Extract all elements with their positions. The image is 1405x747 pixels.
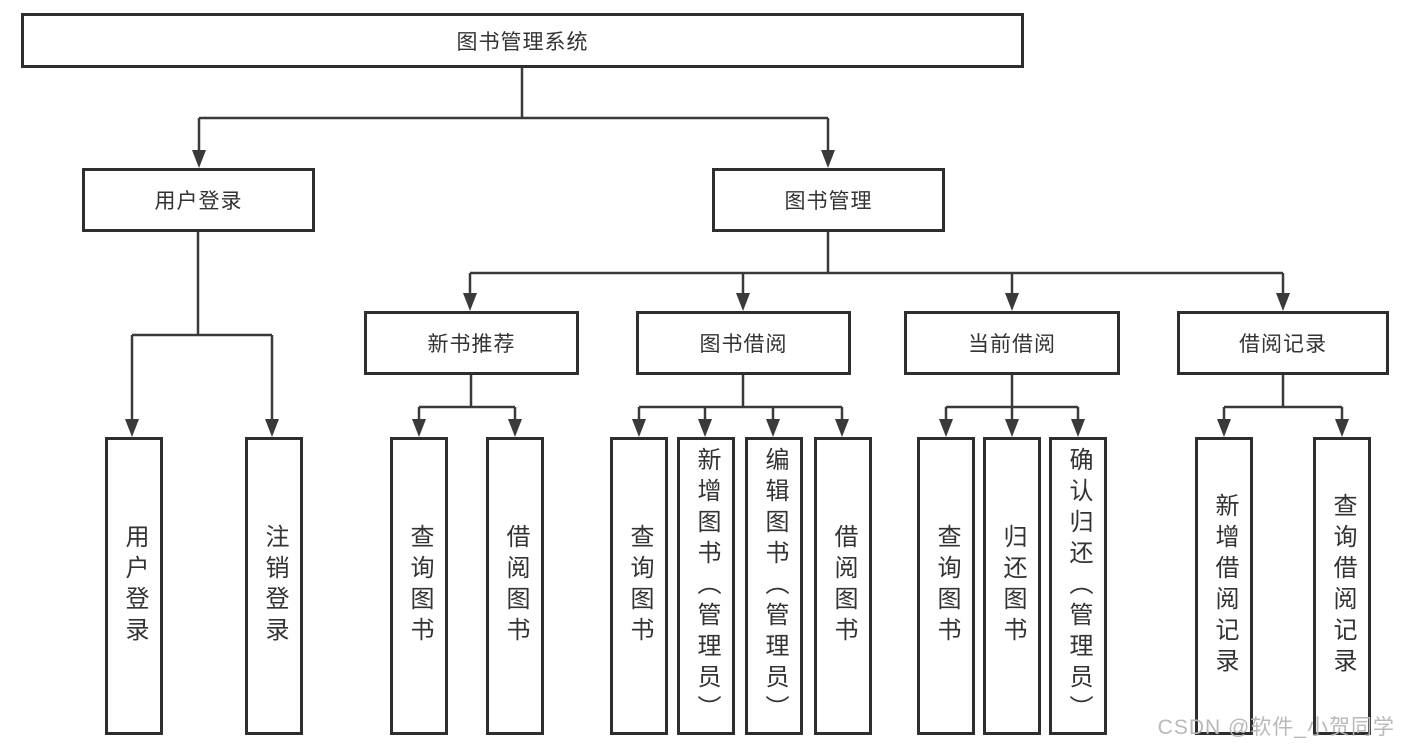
leaf-add-borrow-record: 新增借阅记录 [1195, 437, 1253, 735]
node-current-borrowing: 当前借阅 [904, 311, 1120, 375]
node-label: 图书借阅 [699, 333, 788, 356]
node-borrowing-records: 借阅记录 [1177, 311, 1389, 375]
node-library-system: 图书管理系统 [21, 13, 1024, 68]
leaf-return-books: 归还图书 [983, 437, 1041, 735]
leaf-query-borrow-record: 查询借阅记录 [1313, 437, 1371, 735]
leaf-query-books-borrow: 查询图书 [610, 437, 668, 735]
node-label: 图书管理系统 [456, 30, 589, 54]
leaf-label: 查询借阅记录 [1329, 493, 1356, 679]
leaf-borrow-books: 借阅图书 [814, 437, 872, 735]
leaf-label: 归还图书 [999, 524, 1026, 648]
leaf-label: 注销登录 [261, 524, 288, 648]
node-label: 用户登录 [154, 190, 243, 213]
leaf-label: 编辑图书（管理员） [761, 446, 788, 726]
leaf-label: 借阅图书 [502, 524, 529, 648]
node-new-book-recommend: 新书推荐 [364, 311, 579, 375]
csdn-watermark: CSDN @软件_小贺同学 [1157, 716, 1395, 739]
leaf-label: 查询图书 [933, 524, 960, 648]
leaf-borrow-books-recommend: 借阅图书 [486, 437, 544, 735]
leaf-query-books-recommend: 查询图书 [390, 437, 448, 735]
leaf-label: 查询图书 [406, 524, 433, 648]
leaf-label: 新增图书（管理员） [693, 446, 720, 726]
leaf-logout: 注销登录 [245, 437, 303, 735]
leaf-edit-books-admin: 编辑图书（管理员） [745, 437, 803, 735]
leaf-confirm-return-admin: 确认归还（管理员） [1049, 437, 1107, 735]
node-label: 新书推荐 [427, 333, 516, 356]
node-user-login: 用户登录 [82, 168, 315, 232]
leaf-user-login: 用户登录 [105, 437, 163, 735]
leaf-label: 新增借阅记录 [1211, 493, 1238, 679]
node-label: 当前借阅 [968, 333, 1056, 356]
leaf-label: 查询图书 [626, 524, 653, 648]
leaf-label: 用户登录 [121, 524, 148, 648]
node-book-management: 图书管理 [712, 168, 945, 232]
node-label: 图书管理 [784, 190, 873, 213]
node-label: 借阅记录 [1239, 333, 1327, 356]
leaf-add-books-admin: 新增图书（管理员） [677, 437, 735, 735]
leaf-query-books-current: 查询图书 [917, 437, 975, 735]
node-book-borrowing: 图书借阅 [636, 311, 851, 375]
leaf-label: 确认归还（管理员） [1065, 446, 1092, 726]
leaf-label: 借阅图书 [830, 524, 857, 648]
